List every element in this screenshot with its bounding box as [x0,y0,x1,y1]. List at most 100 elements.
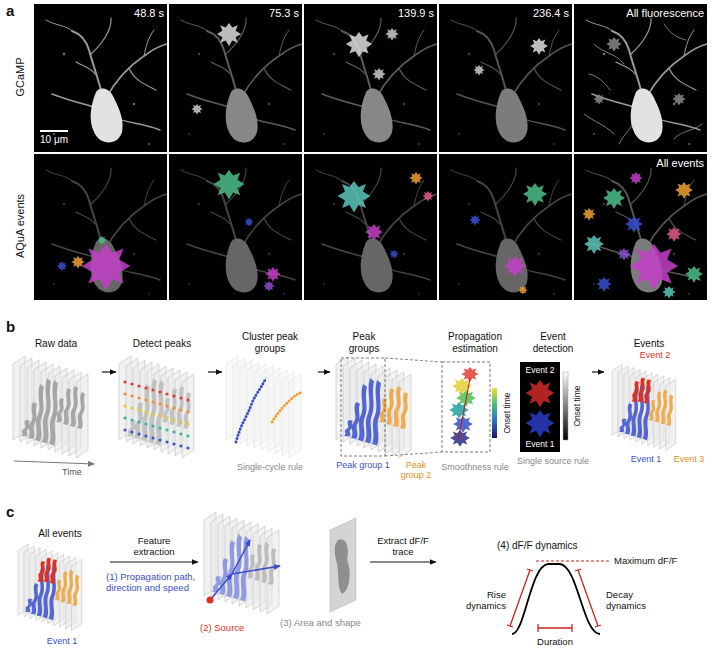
events-stack [649,390,674,426]
propagation-arrow [210,574,232,600]
micrograph-row [606,37,621,52]
micrograph-row [530,38,548,55]
event-detection-map [520,362,560,452]
event-map-row [169,154,302,300]
micrograph-row [34,4,167,152]
events-stack [632,378,652,404]
panel-letter: a [6,2,22,19]
cluster-stack [226,356,302,458]
rule-label: Smoothness rule [438,462,512,472]
peak-detection-stack [123,428,189,449]
trace-label: Duration [535,637,575,648]
event-map-row [169,154,302,300]
dff-trace [595,625,601,627]
trace-label: Maximum dF/F [614,556,704,567]
feature-stack [204,512,279,614]
event-detection-map [520,362,568,452]
flow-arrow [110,561,198,562]
raw-data-stack [13,356,88,458]
event-map-row [181,168,302,295]
events-stack [612,364,676,451]
time-stamp: 75.3 s [239,7,299,20]
area-shape [335,539,350,594]
event-map-row [365,224,383,241]
micrograph-row [474,65,485,76]
flow-arrow [102,371,116,372]
event-detection-map [526,410,555,437]
event-map-row [46,168,167,295]
micrograph-row [181,18,302,145]
event-map-row [34,154,167,300]
propagation-map [453,416,473,433]
micrograph-row [385,28,398,41]
connector-layer [102,372,604,562]
event-map-row [470,215,481,226]
event-map-row [584,235,604,254]
event-map-row [82,244,130,290]
stage-title: Propagation estimation [438,331,512,354]
panel-title: All events [12,528,108,540]
event-map-row [662,286,675,299]
micrograph-row [451,18,572,145]
dff-trace [537,624,538,632]
micrograph-row [439,4,572,152]
rise-bracket [510,570,530,626]
event-map-row [71,256,84,269]
micrograph-row [372,68,385,81]
event-map-row [504,256,526,277]
panel-letter: b [6,318,22,335]
micrograph-row [586,18,707,145]
event-map-row [304,154,437,300]
group-label: Peak group 2 [396,460,436,481]
area-sheet [330,518,356,612]
micrograph-row [574,4,707,152]
edge-label: Extract dF/F trace [377,536,429,558]
event-map-row [34,154,707,300]
panel-title: (4) dF/F dynamics [497,540,627,552]
peak-detection-stack [123,416,189,437]
row-label: GCaMP [15,22,25,132]
dff-trace [527,569,533,571]
micrograph-row [672,93,685,106]
events-stack [619,383,650,440]
dff-trace [507,561,610,634]
time-axis-arrow [14,461,94,464]
duration-bracket [538,627,572,628]
rule-label: Single source rule [516,456,590,466]
event-label: Event 3 [672,454,706,464]
event-detection-stage: Event detectionEvent 2Event 1Onset timeS… [516,330,590,480]
event-label: Event 2 [518,366,562,376]
flow-arrow [592,371,604,372]
source-dot [207,597,214,604]
event-map-row [439,154,572,300]
peak-groups-stack [336,356,442,458]
detect-peaks-stage: Detect peaks [118,330,206,480]
peak-detection-stack [123,404,189,425]
micrograph-row [439,4,572,152]
all-events-stack [18,544,82,631]
tile-label: All events [604,157,704,170]
zoom-line [385,452,442,456]
event-map-row [57,262,67,271]
feature-label: (1) Propagation path, direction and spee… [106,572,198,594]
event-map-row [265,267,280,282]
feature-stack [204,512,356,614]
peak-groups-stack [336,356,411,458]
zoom-box [341,358,385,456]
raw-data-stack [13,356,94,464]
event-map-row [519,286,528,294]
events-stack [612,364,676,451]
row-label: AQuA events [15,171,25,281]
stage-title: Raw data [12,338,100,350]
micrograph-row [34,4,707,152]
feature-label: (2) Source [200,623,256,634]
time-stamp: 48.8 s [104,7,164,20]
cluster-stack [272,392,302,422]
edge-label: Feature extraction [124,536,184,558]
event-map-row [423,191,434,202]
event-map-row [625,216,643,233]
event-map-row [666,227,681,242]
